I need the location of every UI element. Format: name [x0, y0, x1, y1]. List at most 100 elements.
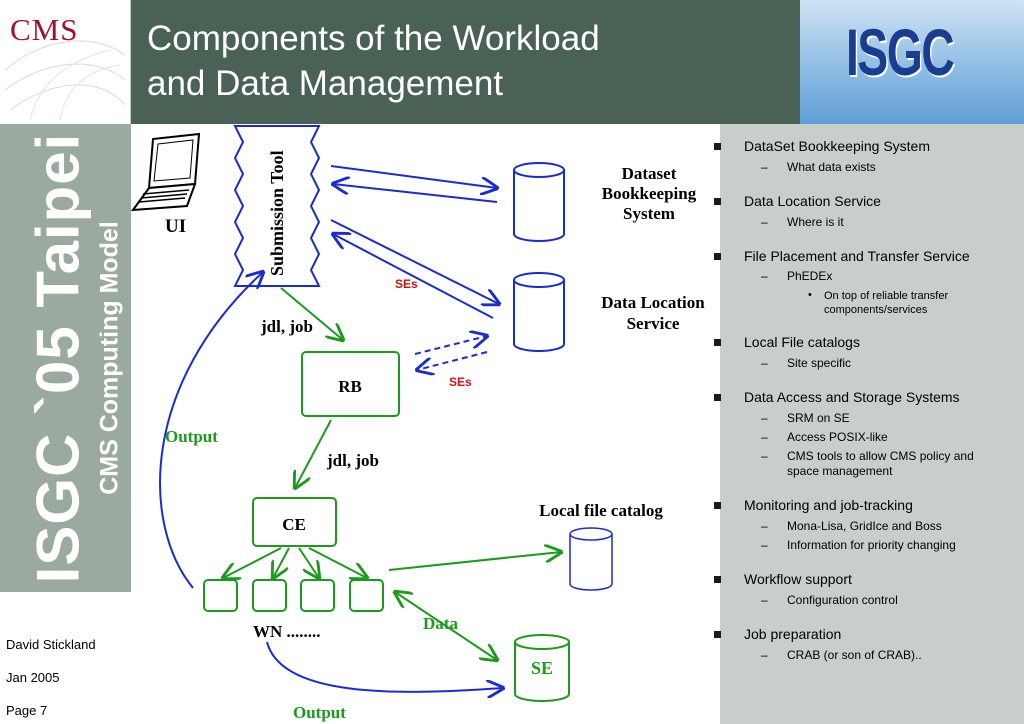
square-bullet-icon: [714, 339, 721, 346]
wn-box-4: [349, 579, 384, 612]
arrow-rb-to-dls: [414, 336, 487, 355]
rb-label: RB: [338, 377, 362, 396]
bullet-text: Monitoring and job-tracking: [744, 497, 913, 513]
rb-box: [301, 351, 400, 417]
ses-label-1: SEs: [395, 277, 418, 291]
sub-bullet: –SRM on SE: [761, 411, 850, 425]
bullet-text: Data Access and Storage Systems: [744, 389, 960, 405]
sub-bullet-text: PhEDEx: [787, 269, 833, 283]
arrow-ce-to-wn-1: [223, 547, 282, 578]
sub-bullet-text: What data exists: [787, 160, 876, 174]
dataset-bookkeeping-cylinder: [513, 162, 565, 242]
third-level-bullet: •On top of reliable transfer components/…: [808, 289, 949, 316]
jdl-job-label-2: jdl, job: [326, 451, 379, 470]
wn-box-2: [252, 579, 287, 612]
arrow-wn-se-data: [395, 592, 497, 660]
ce-label: CE: [282, 515, 306, 534]
footer-author: David Stickland: [6, 637, 96, 652]
sub-bullet-text: Where is it: [787, 215, 844, 229]
ce-box: [252, 497, 337, 547]
square-bullet-icon: [714, 576, 721, 583]
arrow-output-to-se: [266, 641, 503, 692]
workload-diagram: UI Submission Tool Dataset Bookkeeping S…: [131, 124, 720, 724]
submission-tool-box: [233, 125, 321, 287]
bullet-dls: Data Location Service: [714, 193, 881, 209]
sidebar-band: [0, 124, 131, 592]
arrow-output-to-ui: [159, 272, 263, 589]
bullet-dbs: DataSet Bookkeeping System: [714, 138, 930, 154]
se-cylinder: [514, 634, 570, 702]
sub-bullet-text: Configuration control: [787, 593, 898, 607]
sub-bullet-text: CMS tools to allow CMS policy and space …: [787, 449, 974, 478]
bullet-local-catalogs: Local File catalogs: [714, 334, 860, 350]
dataset-bookkeeping-line-3: System: [623, 204, 675, 223]
bullet-text: DataSet Bookkeeping System: [744, 138, 930, 154]
data-location-cylinder: [513, 272, 565, 352]
bullet-job-preparation: Job preparation: [714, 626, 842, 642]
sub-bullet: –Information for priority changing: [761, 538, 956, 552]
square-bullet-icon: [714, 631, 721, 638]
arrow-submit-to-rb: [280, 287, 343, 340]
arrow-ce-to-wn-2: [273, 547, 290, 578]
bullet-file-placement: File Placement and Transfer Service: [714, 248, 970, 264]
ui-label: UI: [165, 216, 186, 237]
arrow-from-dls: [333, 234, 494, 319]
sub-bullet-text: Access POSIX-like: [787, 430, 888, 444]
bullet-workflow: Workflow support: [714, 571, 852, 587]
square-bullet-icon: [714, 253, 721, 260]
sub-bullet: –CRAB (or son of CRAB)..: [761, 648, 922, 662]
sub-bullet-text: Mona-Lisa, GridIce and Boss: [787, 519, 942, 533]
bullet-monitoring: Monitoring and job-tracking: [714, 497, 913, 513]
ses-label-2: SEs: [449, 375, 472, 389]
footer-page: Page 7: [6, 703, 48, 718]
bullet-data-access: Data Access and Storage Systems: [714, 389, 960, 405]
cms-logo-text: CMS: [10, 12, 79, 47]
cms-logo: CMS: [0, 0, 131, 124]
sub-bullet: –Where is it: [761, 215, 844, 229]
sub-bullet-text: CRAB (or son of CRAB)..: [787, 648, 922, 662]
bullet-text: File Placement and Transfer Service: [744, 248, 970, 264]
third-level-text: On top of reliable transfer components/s…: [824, 290, 949, 316]
submission-tool-label: Submission Tool: [267, 150, 287, 276]
arrow-ce-to-wn-3: [298, 547, 319, 578]
vertical-subtitle: CMS Computing Model: [95, 221, 124, 495]
arrow-to-dbs: [330, 165, 497, 188]
isgc-logo: ISGC: [800, 0, 1024, 124]
se-label: SE: [531, 658, 553, 678]
isgc-logo-text: ISGC: [846, 15, 955, 89]
square-bullet-icon: [714, 502, 721, 509]
header-bar: CMS Components of the Workload and Data …: [0, 0, 1024, 124]
laptop-icon: [131, 132, 201, 212]
data-label: Data: [423, 614, 458, 633]
arrow-dls-to-rb: [417, 351, 488, 370]
square-bullet-icon: [714, 198, 721, 205]
square-bullet-icon: [714, 143, 721, 150]
data-location-line-1: Data Location: [601, 293, 705, 312]
output-label-2: Output: [293, 703, 346, 722]
arrow-to-dls: [330, 219, 499, 304]
sub-bullet: –Mona-Lisa, GridIce and Boss: [761, 519, 942, 533]
bullet-text: Data Location Service: [744, 193, 881, 209]
title-line-1: Components of the Workload: [147, 19, 600, 58]
arrow-ce-to-wn-4: [308, 547, 367, 578]
sub-bullet-text: Information for priority changing: [787, 538, 956, 552]
bullet-text: Job preparation: [744, 626, 842, 642]
bullet-panel: DataSet Bookkeeping System –What data ex…: [714, 124, 1024, 724]
bullet-text: Workflow support: [744, 571, 852, 587]
square-bullet-icon: [714, 394, 721, 401]
jdl-job-label-1: jdl, job: [260, 317, 313, 336]
arrow-from-dbs: [333, 184, 498, 203]
data-location-line-2: Service: [627, 314, 680, 333]
sub-bullet: –PhEDEx: [761, 269, 833, 283]
arrow-rb-to-ce: [295, 419, 332, 488]
vertical-title: ISGC `05 Taipei: [24, 132, 92, 584]
local-file-catalog-cylinder: [569, 527, 613, 591]
sub-bullet: –Site specific: [761, 356, 852, 370]
dataset-bookkeeping-line-2: Bookkeeping: [602, 184, 697, 203]
local-file-catalog-label: Local file catalog: [539, 501, 663, 520]
sub-bullet-text: Site specific: [787, 356, 852, 370]
sub-bullet: –Configuration control: [761, 593, 898, 607]
wn-box-1: [203, 579, 238, 612]
sub-bullet-text: SRM on SE: [787, 411, 850, 425]
footer-date: Jan 2005: [6, 670, 60, 685]
